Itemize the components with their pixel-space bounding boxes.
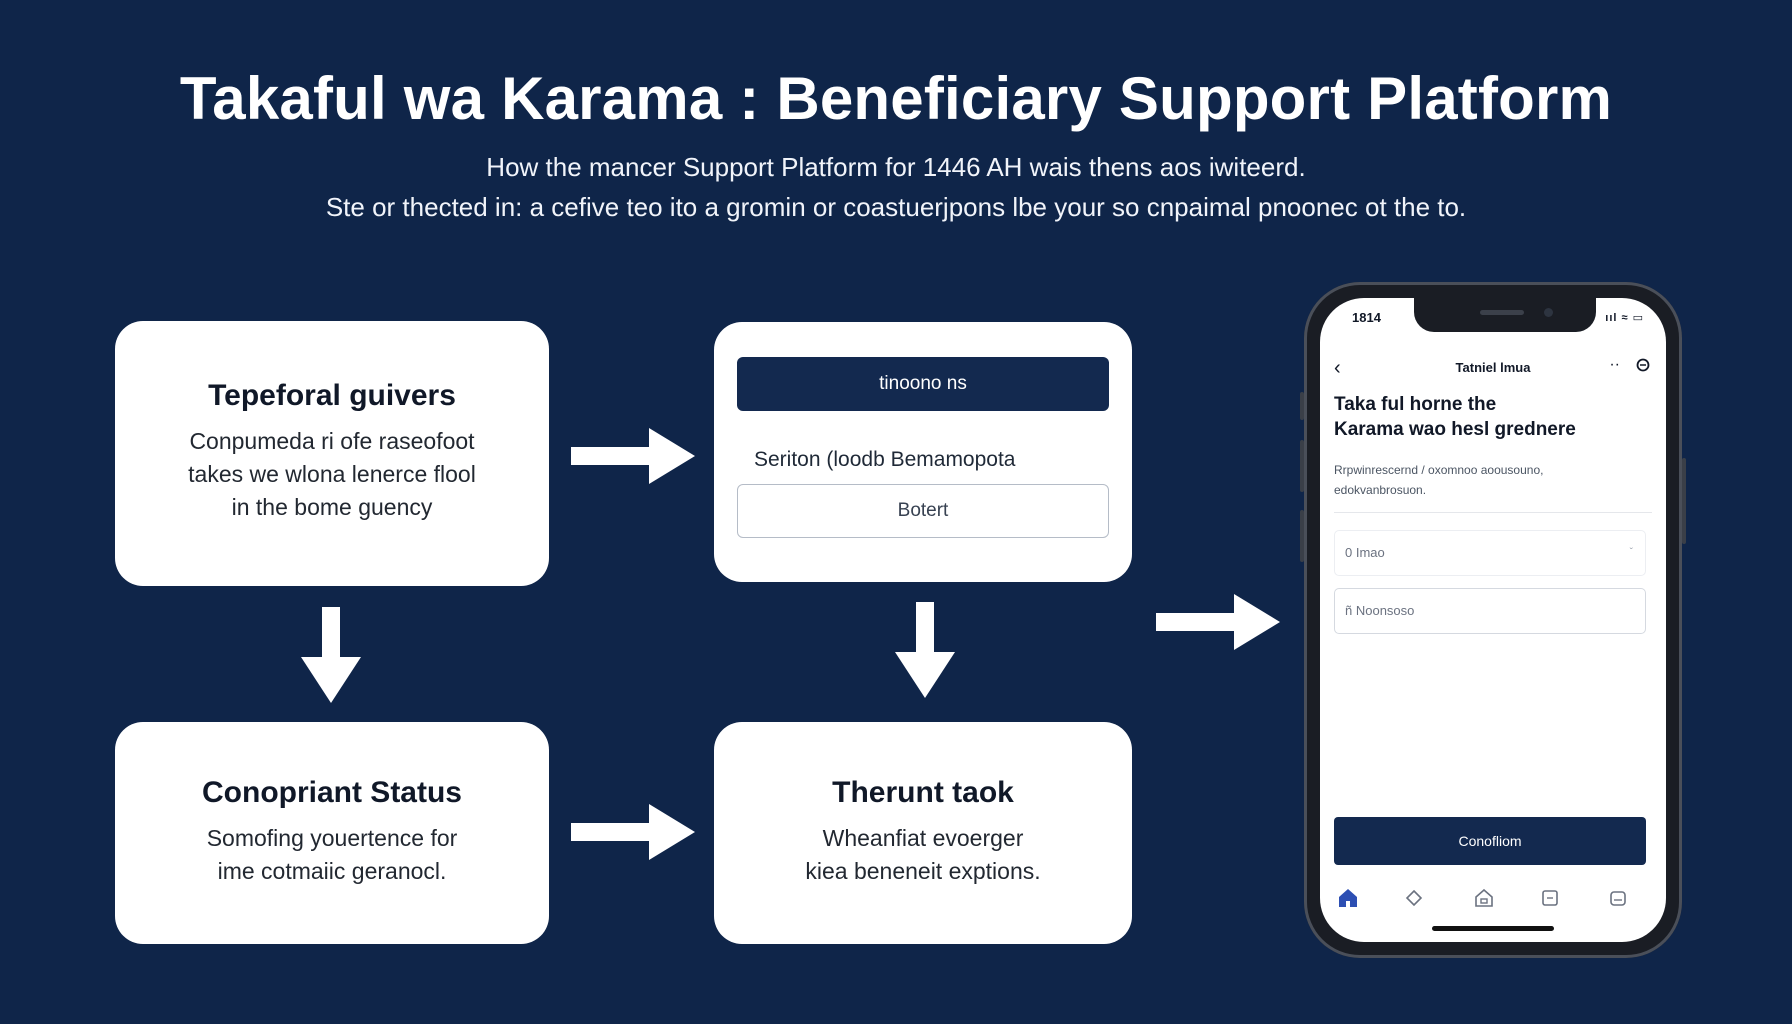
divider [1334, 512, 1652, 513]
camera-icon [1544, 308, 1553, 317]
nav-title: Tatniel lmua [1455, 360, 1531, 375]
card-body-line: Wheanfiat evoerger [822, 825, 1024, 851]
back-chevron-icon[interactable]: ‹ [1334, 357, 1341, 379]
step-card-bottom-left: Conopriant Status Somofing youertence fo… [115, 722, 549, 944]
card-body-line: Somofing youertence for [206, 825, 458, 851]
phone-side-button [1300, 440, 1304, 492]
card-body: Somofing youertence for ime cotmaiic ger… [115, 822, 549, 888]
card-body-line: ime cotmaiic geranocl. [217, 858, 447, 884]
confirm-button[interactable]: Conofliom [1334, 817, 1646, 865]
more-icon[interactable]: ·· [1609, 356, 1620, 373]
screen-description-line: Rrpwinrescernd / oxomnoo aoousouno, [1334, 463, 1544, 477]
subtitle-line-2: Ste or thected in: a cefive teo ito a gr… [325, 192, 1467, 222]
card-title: Conopriant Status [202, 776, 462, 809]
card-body-line: Conpumeda ri ofe raseofoot [189, 428, 475, 454]
diamond-icon[interactable] [1402, 886, 1426, 910]
arrow-right-icon [1156, 594, 1280, 650]
subtitle-line-1: How the mancer Support Platform for 1446… [486, 152, 1306, 182]
phone-notch [1414, 298, 1596, 332]
step-card-top-left: Tepeforal guivers Conpumeda ri ofe raseo… [115, 321, 549, 586]
arrow-right-icon [571, 428, 695, 484]
select-field[interactable]: 0 Imao ˇ [1334, 530, 1646, 576]
phone-side-button [1300, 510, 1304, 562]
card-title: Therunt taok [832, 776, 1014, 809]
card-body: Conpumeda ri ofe raseofoot takes we wlon… [115, 425, 549, 524]
building-icon[interactable] [1472, 886, 1496, 910]
step-card-top-middle: tinoono ns Seriton (loodb Bemamopota Bot… [714, 322, 1132, 582]
arrow-down-icon [301, 607, 361, 703]
form-field-label: Seriton (loodb Bemamopota [754, 448, 1016, 471]
action-icon[interactable] [1636, 358, 1650, 372]
arrow-right-icon [571, 804, 695, 860]
card-body-line: in the bome guency [231, 494, 433, 520]
card-body-line: kiea beneneit exptions. [805, 858, 1041, 884]
form-header-bar: tinoono ns [737, 357, 1109, 411]
card-body: Wheanfiat evoerger kiea beneneit exption… [714, 822, 1132, 888]
speaker-grille [1480, 310, 1524, 315]
select-placeholder: 0 Imao [1345, 545, 1385, 560]
input-placeholder: ñ Noonsoso [1345, 603, 1415, 618]
screen-description: Rrpwinrescernd / oxomnoo aoousouno, edok… [1334, 460, 1654, 500]
tab-bar [1320, 886, 1666, 916]
home-indicator [1432, 926, 1554, 931]
home-icon[interactable] [1336, 886, 1360, 910]
status-icons: ııl ≈ ▭ [1605, 312, 1644, 324]
page-title: Takaful wa Karama : Beneficiary Support … [179, 65, 1613, 132]
card-title: Tepeforal guivers [208, 379, 456, 412]
phone-side-button [1300, 392, 1304, 420]
screen-heading: Taka ful horne the Karama wao hesl gredn… [1334, 392, 1654, 442]
card-body-line: takes we wlona lenerce flool [188, 461, 476, 487]
profile-icon[interactable] [1606, 886, 1630, 910]
arrow-down-icon [895, 602, 955, 698]
status-time: 1814 [1352, 310, 1381, 325]
document-icon[interactable] [1538, 886, 1562, 910]
text-input[interactable]: ñ Noonsoso [1334, 588, 1646, 634]
form-field-input[interactable]: Botert [737, 484, 1109, 538]
screen-heading-line: Taka ful horne the [1334, 394, 1497, 415]
chevron-down-icon: ˇ [1629, 547, 1633, 558]
phone-screen: 1814 ııl ≈ ▭ ‹ Tatniel lmua ·· Taka ful … [1320, 298, 1666, 942]
phone-side-button [1682, 458, 1686, 544]
phone-mockup: 1814 ııl ≈ ▭ ‹ Tatniel lmua ·· Taka ful … [1300, 282, 1686, 958]
step-card-bottom-right: Therunt taok Wheanfiat evoerger kiea ben… [714, 722, 1132, 944]
screen-description-line: edokvanbrosuon. [1334, 483, 1427, 497]
screen-heading-line: Karama wao hesl grednere [1334, 419, 1576, 440]
